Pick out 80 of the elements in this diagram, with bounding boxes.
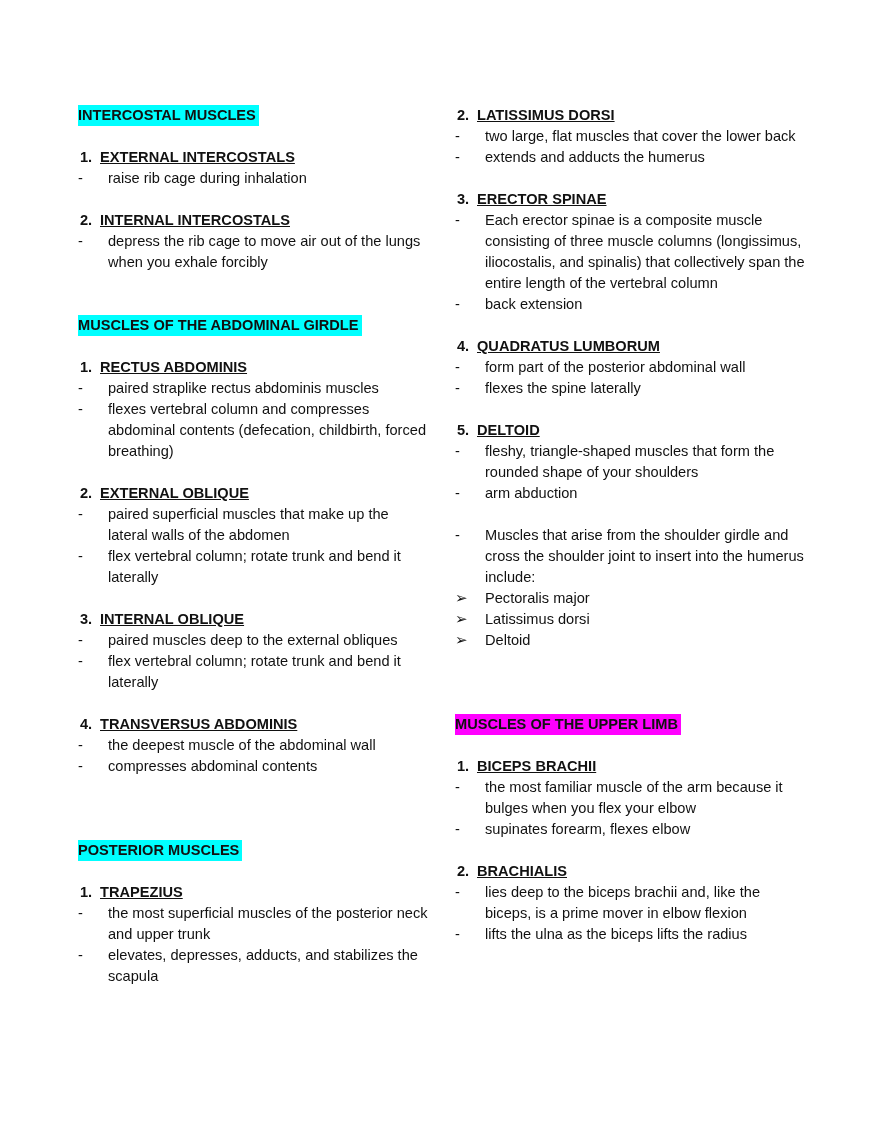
bullet-dash: - (455, 358, 460, 377)
list-number: 4. (457, 337, 470, 356)
bullet-text: supinates forearm, flexes elbow (485, 820, 692, 839)
bullet-dash: - (78, 169, 83, 188)
list-number: 1. (80, 358, 93, 377)
bullet-dash: - (78, 904, 83, 923)
muscle-heading: BICEPS BRACHII (477, 757, 597, 776)
section-heading: INTERCOSTAL MUSCLES (78, 105, 259, 126)
bullet-dash: - (455, 778, 460, 797)
bullet-text: elevates, depresses, adducts, and stabilizes the scapula (108, 946, 419, 986)
list-number: 1. (457, 757, 470, 776)
bullet-text: paired muscles deep to the external obliques (108, 631, 399, 650)
bullet-dash: - (455, 127, 460, 146)
muscle-heading: DELTOID (477, 421, 540, 440)
bullet-dash: - (455, 148, 460, 167)
bullet-text: flex vertebral column; rotate trunk and bend it laterally (108, 652, 402, 692)
bullet-dash: - (455, 295, 460, 314)
muscle-heading: INTERNAL INTERCOSTALS (100, 211, 290, 230)
muscle-heading: INTERNAL OBLIQUE (100, 610, 245, 629)
bullet-dash: - (78, 232, 83, 251)
bullet-text: two large, flat muscles that cover the lower back (485, 127, 797, 146)
muscle-heading: LATISSIMUS DORSI (477, 106, 615, 125)
muscle-heading: ERECTOR SPINAE (477, 190, 607, 209)
bullet-dash: - (455, 211, 460, 230)
muscle-heading: EXTERNAL OBLIQUE (100, 484, 249, 503)
bullet-dash: - (455, 925, 460, 944)
bullet-dash: - (455, 442, 460, 461)
bullet-dash: - (78, 757, 83, 776)
bullet-text: the deepest muscle of the abdominal wall (108, 736, 377, 755)
list-number: 2. (457, 106, 470, 125)
list-number: 4. (80, 715, 93, 734)
bullet-dash: - (455, 379, 460, 398)
bullet-dash: - (78, 736, 83, 755)
muscle-heading: QUADRATUS LUMBORUM (477, 337, 660, 356)
bullet-text: depress the rib cage to move air out of the lungs when you exhale forcibly (108, 232, 422, 272)
bullet-dash: - (78, 505, 83, 524)
bullet-text: Muscles that arise from the shoulder girdle and cross the shoulder joint to insert into the humerus include: (485, 526, 805, 587)
list-number: 2. (457, 862, 470, 881)
list-number: 5. (457, 421, 470, 440)
bullet-dash: - (455, 883, 460, 902)
arrow-bullet: ➢ (455, 631, 468, 650)
bullet-dash: - (78, 946, 83, 965)
list-number: 2. (80, 211, 93, 230)
bullet-text: flexes vertebral column and compresses abdominal contents (defecation, childbirth, forced breathing) (108, 400, 427, 461)
arrow-bullet: ➢ (455, 589, 468, 608)
muscle-heading: EXTERNAL INTERCOSTALS (100, 148, 295, 167)
muscle-heading: RECTUS ABDOMINIS (100, 358, 248, 377)
bullet-text: arm abduction (485, 484, 579, 503)
bullet-text: compresses abdominal contents (108, 757, 319, 776)
section-heading: MUSCLES OF THE UPPER LIMB (455, 714, 681, 735)
bullet-text: raise rib cage during inhalation (108, 169, 308, 188)
bullet-dash: - (78, 379, 83, 398)
bullet-text: back extension (485, 295, 584, 314)
muscle-heading: BRACHIALIS (477, 862, 567, 881)
bullet-text: lifts the ulna as the biceps lifts the radius (485, 925, 749, 944)
bullet-text: Latissimus dorsi (485, 610, 591, 629)
list-number: 3. (457, 190, 470, 209)
bullet-text: form part of the posterior abdominal wall (485, 358, 747, 377)
list-number: 1. (80, 883, 93, 902)
bullet-text: Pectoralis major (485, 589, 591, 608)
bullet-text: flex vertebral column; rotate trunk and bend it laterally (108, 547, 402, 587)
bullet-dash: - (78, 400, 83, 419)
bullet-dash: - (78, 631, 83, 650)
list-number: 2. (80, 484, 93, 503)
section-heading: MUSCLES OF THE ABDOMINAL GIRDLE (78, 315, 362, 336)
bullet-dash: - (455, 484, 460, 503)
list-number: 1. (80, 148, 93, 167)
muscle-heading: TRANSVERSUS ABDOMINIS (100, 715, 298, 734)
bullet-dash: - (78, 652, 83, 671)
section-heading: POSTERIOR MUSCLES (78, 840, 243, 861)
bullet-text: flexes the spine laterally (485, 379, 642, 398)
bullet-dash: - (78, 547, 83, 566)
bullet-text: Deltoid (485, 631, 532, 650)
list-number: 3. (80, 610, 93, 629)
muscle-heading: TRAPEZIUS (100, 883, 183, 902)
bullet-dash: - (455, 526, 460, 545)
bullet-dash: - (455, 820, 460, 839)
bullet-text: paired straplike rectus abdominis muscles (108, 379, 380, 398)
bullet-text: extends and adducts the humerus (485, 148, 706, 167)
arrow-bullet: ➢ (455, 610, 468, 629)
